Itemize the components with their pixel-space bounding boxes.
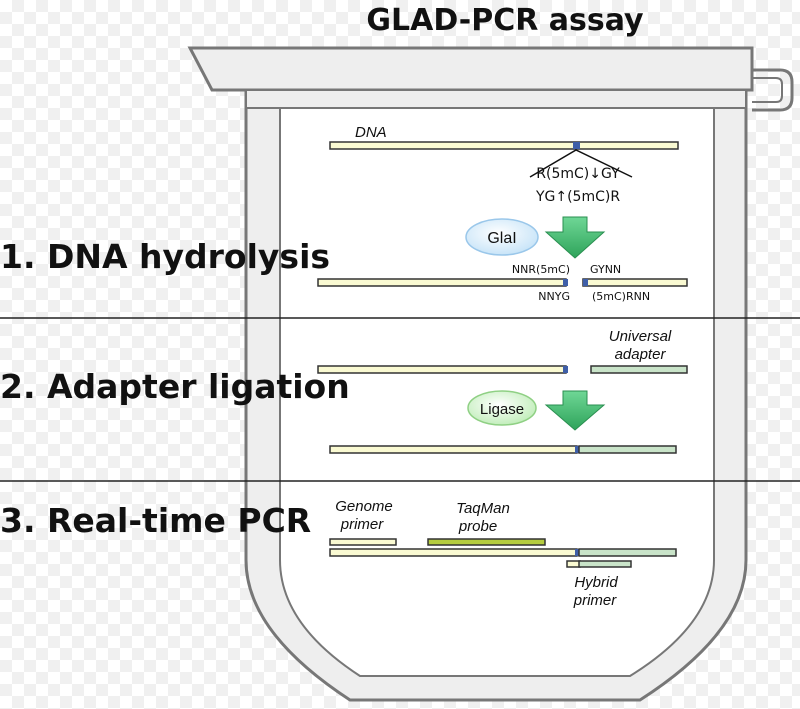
methylation-site-mark xyxy=(573,142,580,149)
step-label-ligation: 2. Adapter ligation xyxy=(0,367,350,406)
dna-strand xyxy=(329,141,679,150)
taqman-probe xyxy=(427,538,546,546)
recognition-site-top: R(5mC)↓GY xyxy=(536,166,620,182)
hybrid-primer-adapter-part xyxy=(578,560,632,568)
genome-primer-label-line1: Genome xyxy=(335,498,393,515)
cut-site-mark-right xyxy=(583,279,588,286)
ligated-adapter xyxy=(578,445,677,454)
adapter-label-line2: adapter xyxy=(615,346,667,363)
taqman-probe-label-line1: TaqMan xyxy=(456,500,510,517)
cut-right-bottom: (5mC)RNN xyxy=(592,290,650,303)
hybrid-primer-genome-part xyxy=(566,560,581,568)
universal-adapter xyxy=(590,365,688,374)
tube-handle xyxy=(752,68,794,112)
ligation-arrow xyxy=(544,390,606,431)
ligated-site-mark xyxy=(575,446,580,453)
cut-left-bottom: NNYG xyxy=(538,290,570,303)
cut-right-top: GYNN xyxy=(590,263,621,276)
dna-fragment-right xyxy=(582,278,688,287)
dna-fragment-left xyxy=(317,278,567,287)
recognition-site-bottom: YG↑(5mC)R xyxy=(535,189,620,205)
ligase-enzyme-bubble xyxy=(467,390,537,426)
glal-enzyme-bubble xyxy=(465,218,539,256)
test-tube xyxy=(187,46,794,702)
genome-primer xyxy=(329,538,397,546)
genome-primer-label-line2: primer xyxy=(340,516,385,533)
cut-left-top: NNR(5mC) xyxy=(512,263,570,276)
adapter-label-line1: Universal xyxy=(609,328,672,345)
ligase-enzyme-label: Ligase xyxy=(480,401,524,418)
dna-label: DNA xyxy=(355,124,387,141)
tube-lid xyxy=(187,46,754,92)
ligation-site-mark xyxy=(563,366,568,373)
ligation-dna-fragment xyxy=(317,365,567,374)
cut-site-mark-left xyxy=(563,279,568,286)
recognition-site-bracket xyxy=(529,149,633,178)
taqman-probe-label-line2: probe xyxy=(458,518,497,535)
diagram-title: GLAD-PCR assay xyxy=(366,3,644,38)
ligated-dna xyxy=(329,445,578,454)
step-label-hydrolysis: 1. DNA hydrolysis xyxy=(0,237,330,276)
glal-enzyme-label: GlaI xyxy=(487,230,516,247)
tube-interior xyxy=(279,95,715,677)
step-label-pcr: 3. Real-time PCR xyxy=(0,501,311,540)
pcr-template-adapter xyxy=(578,548,677,557)
hybrid-primer-label-line2: primer xyxy=(573,592,618,609)
hybrid-primer-label-line1: Hybrid xyxy=(574,574,618,591)
hydrolysis-arrow xyxy=(544,216,606,259)
pcr-template-dna xyxy=(329,548,578,557)
pcr-site-mark xyxy=(575,549,580,556)
tube-handle-inner xyxy=(752,77,783,103)
tube-collar xyxy=(245,89,747,109)
